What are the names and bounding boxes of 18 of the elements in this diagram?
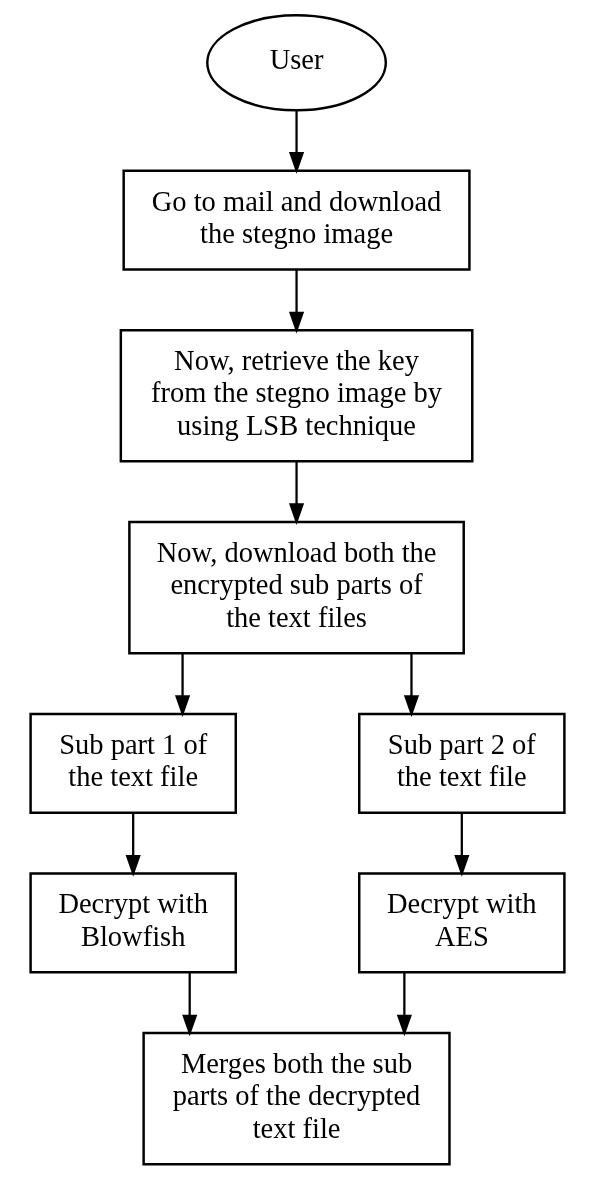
node-box: Decrypt with AES — [358, 872, 566, 974]
arrow — [182, 972, 198, 1037]
node-box: Now, retrieve the key from the stegno image by using LSB technique — [119, 329, 474, 463]
node-box: Go to mail and download the stegno image — [122, 169, 471, 271]
arrow — [175, 653, 191, 717]
arrow — [288, 461, 305, 525]
node-box: Now, download both the encrypted sub parts of the text files — [128, 520, 465, 655]
node-box: Decrypt with Blowfish — [29, 872, 237, 974]
arrow — [288, 110, 305, 174]
node-box: Merges both the sub parts of the decrypted text file — [142, 1031, 451, 1166]
arrow — [125, 812, 141, 877]
node-box: Sub part 2 of the text file — [358, 712, 566, 814]
arrow — [454, 812, 470, 877]
arrow — [288, 269, 305, 334]
node-ellipse: User — [206, 14, 388, 112]
arrow — [396, 972, 412, 1037]
arrow — [403, 653, 420, 717]
node-box: Sub part 1 of the text file — [29, 712, 237, 814]
